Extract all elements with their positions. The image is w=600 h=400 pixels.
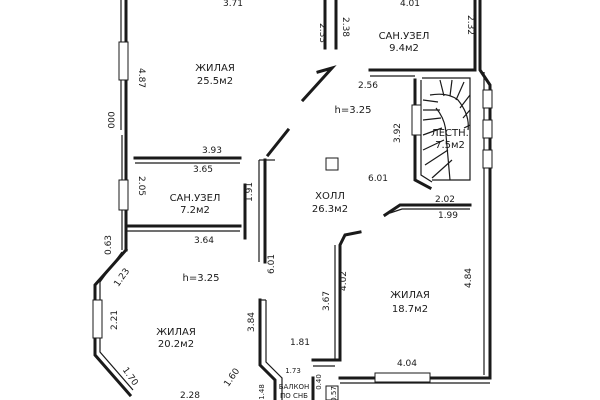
dim-6-01-partition: 6.01 (267, 254, 277, 274)
room-living-right-area: 18.7м2 (392, 304, 428, 315)
wall-right-room-left (338, 230, 362, 362)
wall-living-bottom-right-2 (265, 300, 283, 400)
dim-3-71: 3.71 (223, 0, 243, 9)
walls (92, 0, 493, 400)
room-living-bottom-area: 20.2м2 (158, 339, 194, 350)
partition-angled-mid (265, 127, 291, 158)
balcony-door (325, 385, 339, 400)
room-living-top-area: 25.5м2 (197, 76, 233, 87)
room-living-top-name: ЖИЛАЯ (195, 63, 235, 74)
dim-3-67: 3.67 (322, 291, 332, 311)
stair-curve (429, 93, 469, 131)
dim-2-56: 2.56 (358, 81, 378, 91)
room-labels: ЖИЛАЯ 25.5м2 САН.УЗЕЛ 9.4м2 ЛЕСТН. 7.5м2… (156, 31, 469, 400)
room-balcony-name: БАЛКОН (279, 383, 310, 391)
dim-0-63: 0.63 (104, 235, 114, 255)
dim-1-81: 1.81 (290, 338, 310, 348)
dim-4-87: 4.87 (136, 68, 146, 88)
dim-2-33: 2.33 (317, 23, 327, 43)
dim-2-21: 2.21 (110, 310, 120, 330)
room-bath-left-name: САН.УЗЕЛ (170, 193, 221, 204)
window-left-top (118, 41, 129, 81)
window-right-stairs-2 (482, 119, 493, 139)
stair-inner (435, 107, 451, 181)
room-living-bottom-name: ЖИЛАЯ (156, 327, 196, 338)
window-left-middle (118, 179, 129, 211)
room-living-right-name: ЖИЛАЯ (390, 290, 430, 301)
room-stairs-name: ЛЕСТН. (431, 128, 469, 139)
dimension-labels: 3.71 4.01 2.33 2.38 2.32 4.87 000 2.56 3… (104, 0, 475, 400)
dim-1-48: 1.48 (258, 384, 266, 400)
dim-4-02: 4.02 (339, 271, 349, 291)
dim-0-40: 0.40 (315, 374, 323, 390)
dim-2-32: 2.32 (465, 15, 475, 35)
wall-right-room-top (382, 203, 472, 218)
dim-2-38: 2.38 (340, 17, 350, 37)
dim-000: 000 (105, 111, 115, 128)
dim-1-99: 1.99 (438, 211, 458, 221)
dim-1-91: 1.91 (245, 182, 255, 202)
room-hall-name: ХОЛЛ (315, 191, 345, 202)
dim-4-01: 4.01 (400, 0, 420, 9)
room-bath-top-area: 9.4м2 (389, 43, 419, 54)
window-right-stairs-3 (482, 149, 493, 169)
room-balcony-sub: ПО СНБ (280, 392, 308, 400)
wall-right-room-top-2 (389, 208, 470, 214)
wall-living-bottom-right (258, 298, 277, 400)
room-hall-area: 26.3м2 (312, 204, 348, 215)
dim-3-93: 3.93 (202, 146, 222, 156)
height-lower: h=3.25 (183, 273, 220, 284)
stair-outline (422, 77, 471, 181)
window-right-room-bottom (374, 372, 431, 383)
room-stairs-area: 7.5м2 (435, 140, 465, 151)
dim-3-65: 3.65 (193, 165, 213, 175)
dim-6-01-hall: 6.01 (368, 174, 388, 184)
stair-steps (422, 79, 471, 179)
room-bath-top-name: САН.УЗЕЛ (379, 31, 430, 42)
dim-1-73: 1.73 (285, 367, 301, 375)
dim-2-02: 2.02 (435, 195, 455, 205)
dim-3-92: 3.92 (393, 123, 403, 143)
window-right-stairs-1 (482, 89, 493, 109)
dim-3-84: 3.84 (247, 312, 257, 332)
dim-0-57: 0.57 (330, 386, 338, 400)
dim-1-23: 1.23 (113, 267, 133, 289)
dim-4-84: 4.84 (464, 268, 474, 288)
dim-4-04: 4.04 (397, 359, 417, 369)
dim-2-28: 2.28 (180, 391, 200, 400)
stairs-opening (411, 104, 422, 136)
window-bay-lower (92, 299, 103, 339)
dim-1-60: 1.60 (223, 367, 243, 389)
height-upper: h=3.25 (335, 105, 372, 116)
partition-top-living (300, 65, 337, 103)
outer-wall-right (478, 0, 492, 377)
dim-2-05: 2.05 (136, 176, 146, 196)
room-bath-left-area: 7.2м2 (180, 205, 210, 216)
column-marker (325, 157, 339, 171)
dim-3-64: 3.64 (194, 236, 214, 246)
staircase (422, 77, 471, 181)
